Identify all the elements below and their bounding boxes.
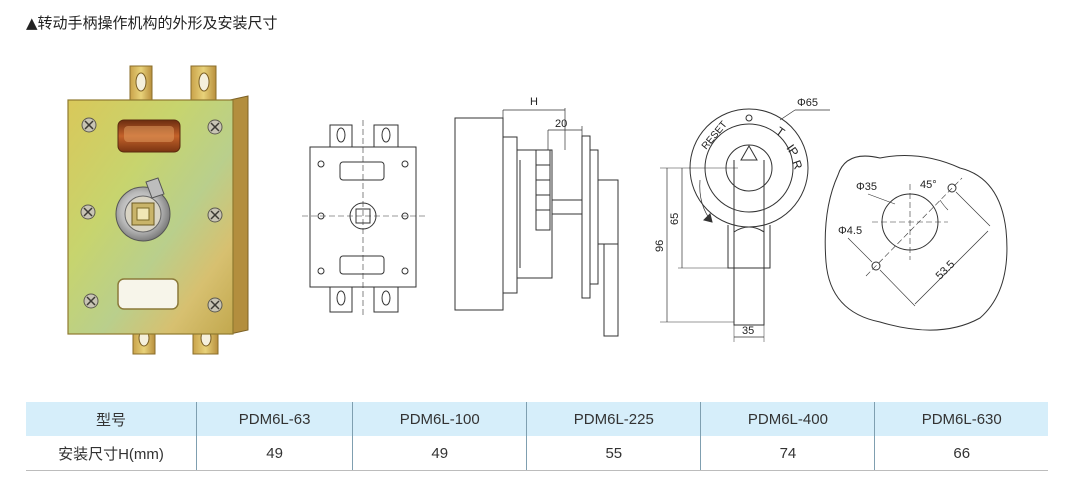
h-value-cell: 55 [526, 436, 701, 471]
model-cell: PDM6L-63 [195, 402, 353, 436]
model-cell: PDM6L-100 [352, 402, 527, 436]
dim-phi35-label: Φ35 [856, 181, 877, 193]
h-value-cell: 66 [874, 436, 1048, 471]
row-label-cell: 安装尺寸H(mm) [26, 436, 197, 471]
dim-45-label: 45° [920, 179, 937, 191]
dim-53-label: 53.5 [934, 258, 958, 282]
dial-r-label: R [789, 158, 805, 171]
spec-header-row: 型号 PDM6L-63 PDM6L-100 PDM6L-225 PDM6L-40… [26, 402, 1048, 436]
h-value-cell: 49 [352, 436, 527, 471]
technical-drawings: H 20 Φ65 96 65 35 RESET T IP R [67, 65, 1008, 355]
dial-t-label: T [773, 124, 788, 140]
dim-20-label: 20 [555, 118, 567, 130]
panel-cutout-drawing [824, 155, 1008, 331]
dim-h-label: H [530, 96, 538, 108]
dim-65-label: 65 [669, 213, 681, 225]
spec-table: 型号 PDM6L-63 PDM6L-100 PDM6L-225 PDM6L-40… [26, 402, 1048, 471]
side-view-drawing [454, 108, 619, 337]
dim-96-label: 96 [654, 240, 666, 252]
h-value-cell: 49 [195, 436, 353, 471]
model-cell: PDM6L-400 [700, 402, 875, 436]
dim-phi65-label: Φ65 [797, 97, 818, 109]
dim-35-label: 35 [742, 325, 754, 337]
spec-value-row: 安装尺寸H(mm) 49 49 55 74 66 [26, 436, 1048, 471]
front-view-drawing [302, 120, 425, 318]
mechanism-photo [67, 65, 249, 355]
model-cell: PDM6L-225 [526, 402, 701, 436]
h-value-cell: 74 [700, 436, 875, 471]
dial-reset-label: RESET [700, 119, 730, 152]
handle-view-drawing [660, 108, 830, 342]
header-label-cell: 型号 [26, 402, 197, 436]
dim-phi45-label: Φ4.5 [838, 225, 862, 237]
figure-heading: ▲转动手柄操作机构的外形及安装尺寸 [26, 14, 278, 32]
model-cell: PDM6L-630 [874, 402, 1048, 436]
